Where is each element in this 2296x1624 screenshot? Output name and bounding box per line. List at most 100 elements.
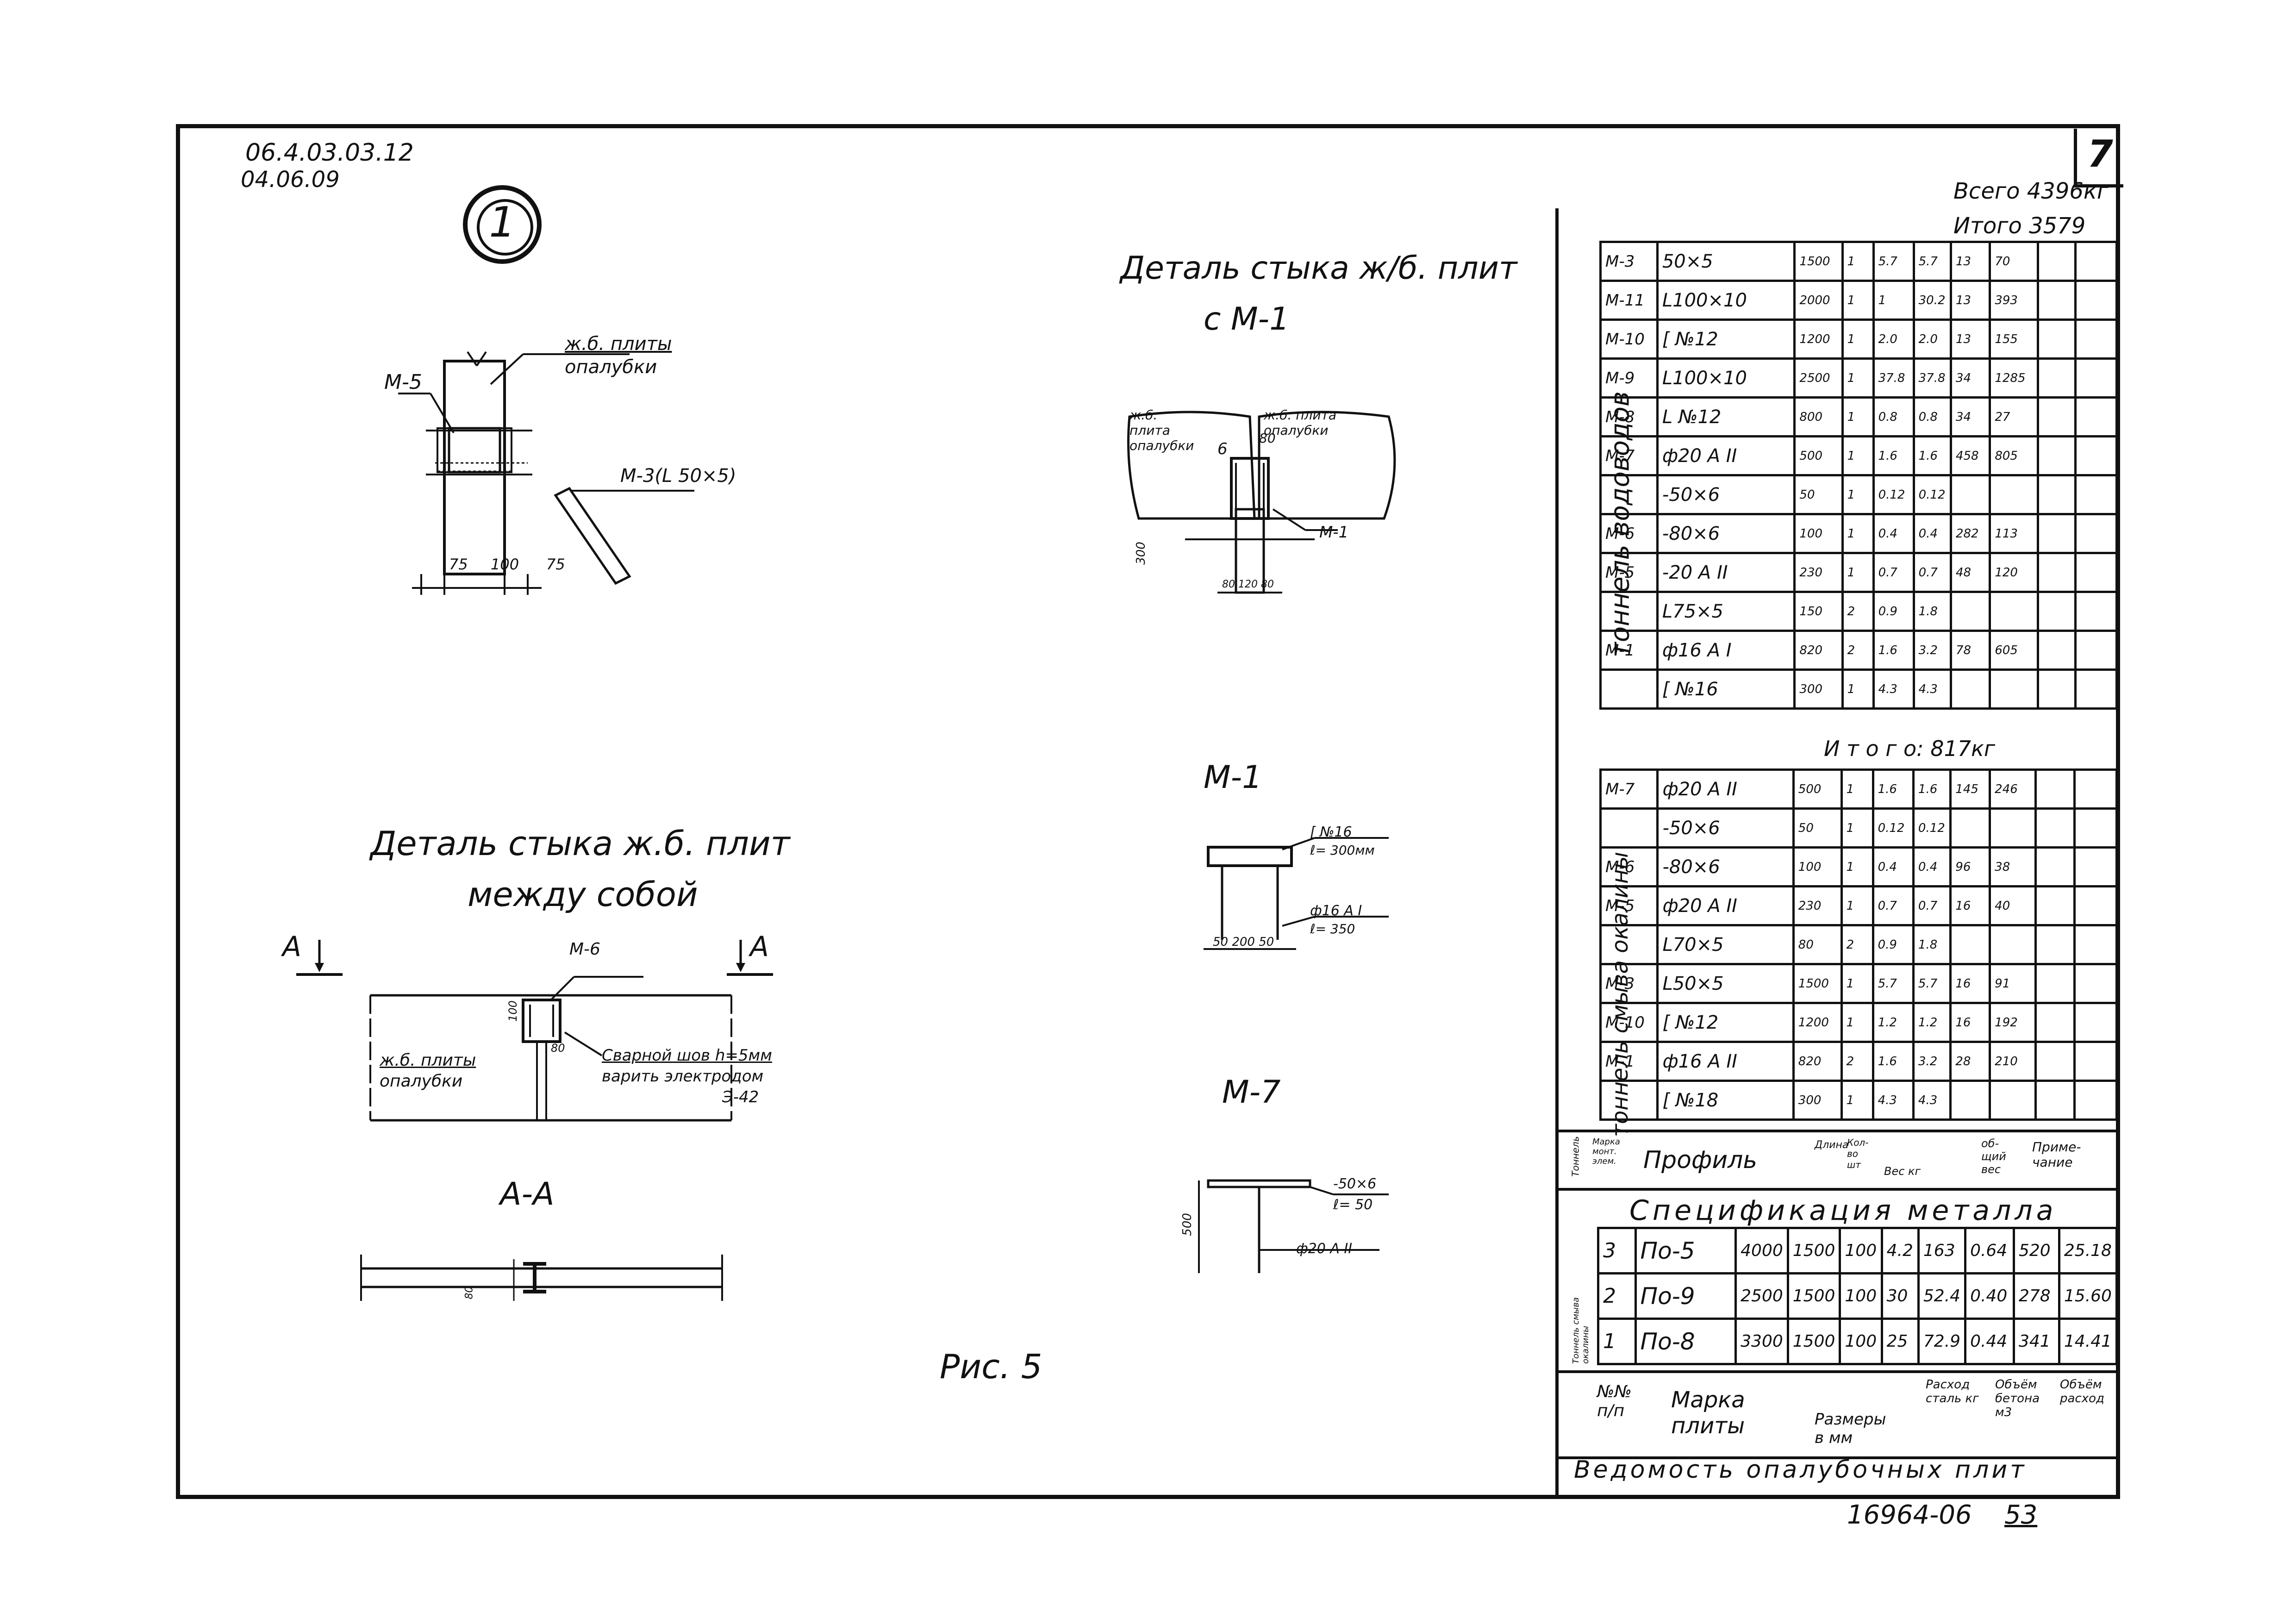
spec-row-cell: 37.8 <box>1872 357 1915 399</box>
spec-row-cell: 300 <box>1793 668 1844 710</box>
spec-row-cell: 820 <box>1793 630 1844 671</box>
page-number: 53 <box>2004 1500 2038 1530</box>
spec-row-cell: 0.8 <box>1872 396 1915 437</box>
spec-row-cell: 1 <box>1841 319 1875 360</box>
spec-row-cell: 0.4 <box>1872 513 1915 554</box>
spec-row-cell: 2 <box>1840 924 1874 965</box>
figure-caption: Рис. 5 <box>940 1347 1042 1386</box>
spec-row-cell: 1 <box>1841 357 1875 399</box>
spec-row-cell <box>2073 1002 2118 1043</box>
m7-plate: -50×6 <box>1333 1176 1377 1192</box>
plate-row-cell: 14.41 <box>2058 1318 2118 1365</box>
spec-row-cell: 50 <box>1793 474 1844 515</box>
fig1-drawing <box>398 351 694 595</box>
fig1-label-formwork: опалубки <box>565 356 657 378</box>
spec-row-cell <box>1949 474 1991 515</box>
spec-row-cell: 1 <box>1840 1002 1874 1043</box>
plate-row-cell: 100 <box>1839 1272 1883 1320</box>
detail-between-title-1: Деталь стыка ж.б. плит <box>370 824 790 863</box>
spec-row-cell: 4.3 <box>1872 668 1915 710</box>
circle-number-text: 1 <box>489 198 516 247</box>
spec-row-cell: 1285 <box>1989 357 2039 399</box>
spec-row-cell <box>2034 846 2076 887</box>
spec-row-cell: М-10 <box>1599 319 1659 360</box>
spec-row-cell: 0.7 <box>1912 885 1952 926</box>
spec-row-cell <box>1599 924 1659 965</box>
detail-between-drawing <box>296 940 773 1122</box>
spec-row-cell: 100 <box>1792 846 1843 887</box>
fig1-dim-right: 75 <box>546 556 565 573</box>
weld-note-1: Сварной шов h=5мм <box>602 1046 772 1065</box>
spec-row-cell <box>2074 668 2118 710</box>
spec-row-cell: 820 <box>1792 1041 1843 1082</box>
spec-row-cell <box>2073 885 2118 926</box>
spec-row-cell: 3.2 <box>1912 1041 1952 1082</box>
spec-row-cell: 113 <box>1989 513 2039 554</box>
plate-row-cell: 100 <box>1839 1227 1883 1274</box>
plates-header-steel: Расход сталь кг <box>1926 1378 1979 1405</box>
spec-row-cell: 0.8 <box>1912 396 1952 437</box>
spec-row-cell: 4.3 <box>1872 1080 1915 1121</box>
spec-header-weight: Вес кг <box>1884 1165 1921 1178</box>
spec-row-cell <box>2036 435 2077 476</box>
spec-row-cell: М-8 <box>1599 396 1659 437</box>
m1-rod-len: ℓ= 350 <box>1310 921 1355 937</box>
spec-row-cell: М-1 <box>1599 1041 1659 1082</box>
spec-row-cell: 78 <box>1949 630 1991 671</box>
spec-row-cell: 1 <box>1840 846 1874 887</box>
spec-row-cell: 192 <box>1989 1002 2037 1043</box>
plate-row-cell: 0.40 <box>1964 1272 2015 1320</box>
spec-row-cell: М-5 <box>1599 552 1659 593</box>
spec-row-cell: 1.6 <box>1872 1041 1915 1082</box>
spec-row-cell <box>2074 474 2118 515</box>
fig1-mark-left: М-5 <box>384 370 422 394</box>
doc-code-2: 04.06.09 <box>241 167 340 193</box>
spec-row-cell <box>2074 591 2118 632</box>
m7-rod: ф20 А II <box>1296 1241 1353 1257</box>
m7-title: М-7 <box>1222 1074 1281 1111</box>
detail-m1-title-2: с М-1 <box>1204 301 1290 337</box>
spec-row-cell: 40 <box>1989 885 2037 926</box>
spec-group1-label: тоннель водоводов <box>1605 391 1635 657</box>
spec-row-cell: 1 <box>1841 396 1875 437</box>
section-aa-title: А-А <box>500 1176 555 1212</box>
spec-row-cell: 70 <box>1989 241 2039 282</box>
spec-row-cell: М-6 <box>1599 513 1659 554</box>
spec-row-cell <box>2074 319 2118 360</box>
sheet-number-box: 7 <box>2074 129 2123 187</box>
spec-row-cell <box>2073 807 2118 849</box>
spec-row-cell: 0.4 <box>1912 513 1952 554</box>
detail-m1-dim-bottom: 80 120 80 <box>1222 579 1274 590</box>
spec-row-cell <box>1989 591 2039 632</box>
plates-header-consumption: Объём расход <box>2060 1378 2105 1405</box>
m1-channel: [ №16 <box>1310 824 1352 840</box>
spec-row-cell: 1 <box>1841 435 1875 476</box>
weld-note-2: варить электродом <box>602 1067 764 1086</box>
spec-row-cell: 1 <box>1872 280 1915 321</box>
plate-row-cell: 1500 <box>1786 1227 1841 1274</box>
spec-row-cell: 1 <box>1841 552 1875 593</box>
plate-row-cell: 4.2 <box>1880 1227 1920 1274</box>
spec-row-cell: М-10 <box>1599 1002 1659 1043</box>
spec-row-cell <box>1599 591 1659 632</box>
spec-row-cell: 1 <box>1841 474 1875 515</box>
plate-row-cell: 0.64 <box>1964 1227 2015 1274</box>
spec-row-cell: 1.6 <box>1872 630 1915 671</box>
spec-header-mark: Марка монт. элем. <box>1592 1137 1620 1166</box>
drawing-frame <box>176 124 2120 1499</box>
spec-row-cell: М-3 <box>1599 963 1659 1004</box>
fig1-label-slab: ж.б. плиты <box>565 333 672 355</box>
spec-row-cell <box>2073 768 2118 810</box>
spec-row-cell: -50×6 <box>1656 474 1796 515</box>
spec-row-cell: 2 <box>1841 591 1875 632</box>
total-all: Всего 4396кг <box>1953 178 2109 204</box>
spec-row-cell: 28 <box>1949 1041 1991 1082</box>
spec-row-cell: 13 <box>1949 241 1991 282</box>
spec-header-tunnel: Тоннель <box>1570 1136 1581 1177</box>
spec-row-cell <box>2036 630 2077 671</box>
